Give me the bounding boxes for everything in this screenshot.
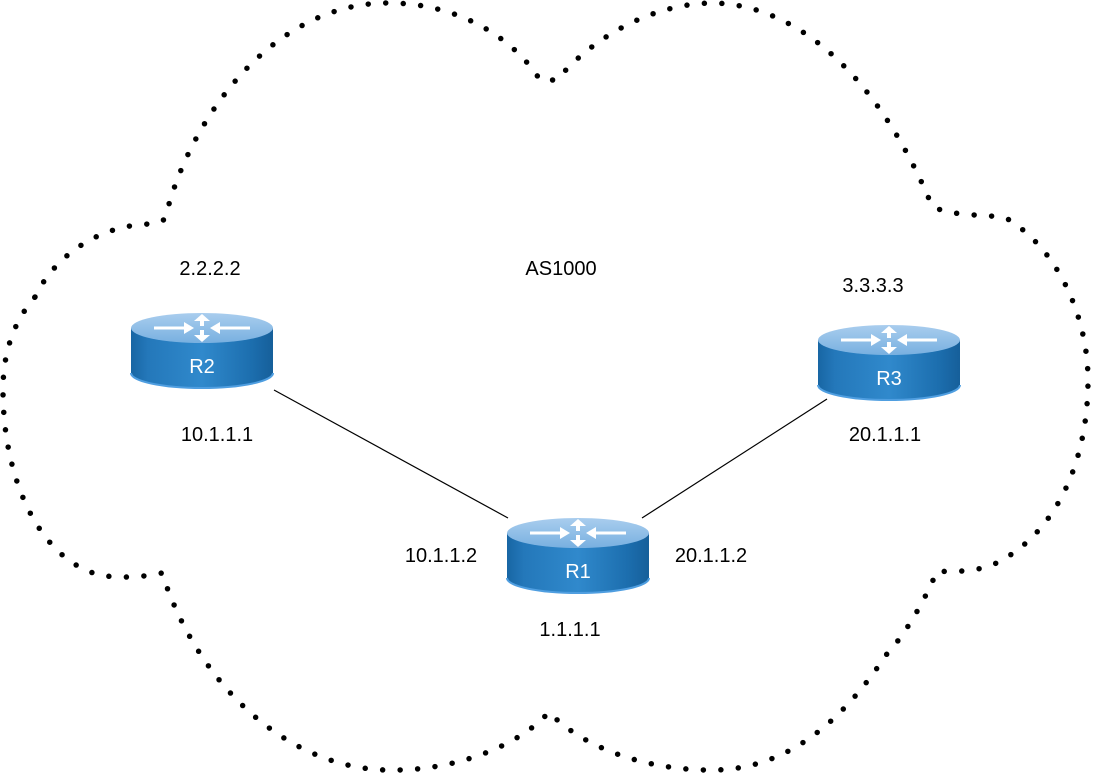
- router-r3[interactable]: R3: [816, 323, 962, 402]
- link-r2-r1: [273, 389, 509, 519]
- interface-ip-r2: 10.1.1.1: [181, 424, 253, 446]
- router-id-r2: 2.2.2.2: [179, 258, 240, 280]
- router-name: R3: [876, 368, 902, 390]
- interface-ip-r1-right: 20.1.1.2: [675, 545, 747, 567]
- router-name: R1: [565, 561, 591, 583]
- router-r1[interactable]: R1: [505, 516, 651, 595]
- link-r1-r3: [641, 398, 828, 519]
- router-r2[interactable]: R2: [129, 311, 275, 390]
- as-label: AS1000: [525, 258, 596, 280]
- interface-ip-r3: 20.1.1.1: [849, 424, 921, 446]
- router-id-r3: 3.3.3.3: [842, 275, 903, 297]
- interface-ip-r1-left: 10.1.1.2: [405, 545, 477, 567]
- router-id-r1: 1.1.1.1: [539, 619, 600, 641]
- router-name: R2: [189, 356, 215, 378]
